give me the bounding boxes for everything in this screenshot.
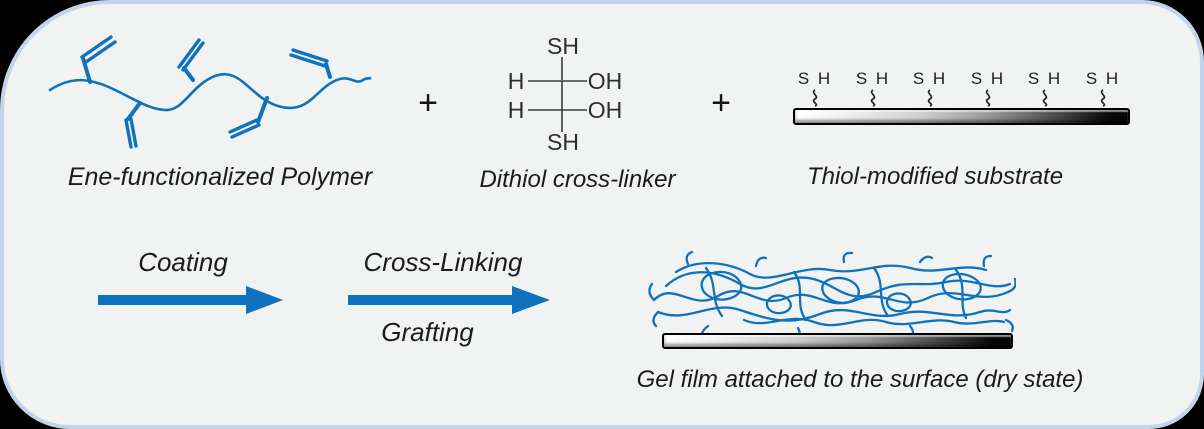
- gel-substrate-bar: [662, 333, 1013, 349]
- ene-group-2: [124, 101, 142, 149]
- thiol-group-label: S H: [1085, 69, 1121, 88]
- plus-sign-1: +: [418, 84, 438, 122]
- crosslinking-step-label: Cross-Linking: [363, 247, 523, 277]
- coating-step-label: Coating: [138, 247, 228, 277]
- ene-group-5: [289, 48, 332, 79]
- ene-group-1: [80, 35, 117, 84]
- thiol-group-label: S H: [970, 69, 1006, 88]
- substrate-label: Thiol-modified substrate: [806, 163, 1064, 190]
- thiol-tether-icon: [985, 89, 991, 107]
- thiol-group-label: S H: [797, 69, 833, 88]
- thiol-group: S H: [1023, 69, 1067, 107]
- thiol-tether-icon: [1100, 89, 1106, 107]
- thiol-tether-icon: [927, 89, 933, 107]
- grafting-step-label: Grafting: [381, 317, 474, 347]
- thiol-group-label: S H: [855, 69, 891, 88]
- thiol-top-label: SH: [547, 33, 579, 59]
- gel-film-caption: Gel film attached to the surface (dry st…: [636, 366, 1084, 393]
- thiol-group: S H: [851, 69, 895, 107]
- oh-right-2-label: OH: [588, 97, 623, 123]
- ene-polymer-illustration: [48, 35, 372, 149]
- crosslinker-label: Dithiol cross-linker: [479, 166, 676, 193]
- crosslinking-arrow: [348, 286, 550, 314]
- thiol-tether-icon: [870, 89, 876, 107]
- polymer-label: Ene-functionalized Polymer: [67, 163, 373, 191]
- oh-right-1-label: OH: [588, 68, 623, 94]
- gel-network-illustration: [648, 250, 1016, 334]
- substrate-bar: [793, 108, 1130, 125]
- thiol-group-label: S H: [1027, 69, 1063, 88]
- coating-arrow: [98, 286, 283, 314]
- dithiol-structure: SH H OH H OH SH: [508, 33, 623, 155]
- thiol-group: S H: [1081, 69, 1125, 107]
- thiol-group: S H: [793, 69, 837, 107]
- thiol-tether-icon: [1042, 89, 1048, 107]
- ene-group-3: [177, 38, 205, 82]
- thiol-group-label: S H: [912, 69, 948, 88]
- polymer-chain-path: [48, 72, 372, 112]
- plus-sign-2: +: [711, 84, 731, 122]
- thiol-group: S H: [966, 69, 1010, 107]
- h-left-2-label: H: [508, 97, 525, 123]
- ene-group-4: [228, 96, 269, 139]
- thiol-group: S H: [908, 69, 952, 107]
- gel-dangling-ends: [648, 250, 1016, 334]
- thiol-tether-icon: [812, 89, 818, 107]
- h-left-1-label: H: [508, 68, 525, 94]
- thiol-bottom-label: SH: [547, 129, 579, 155]
